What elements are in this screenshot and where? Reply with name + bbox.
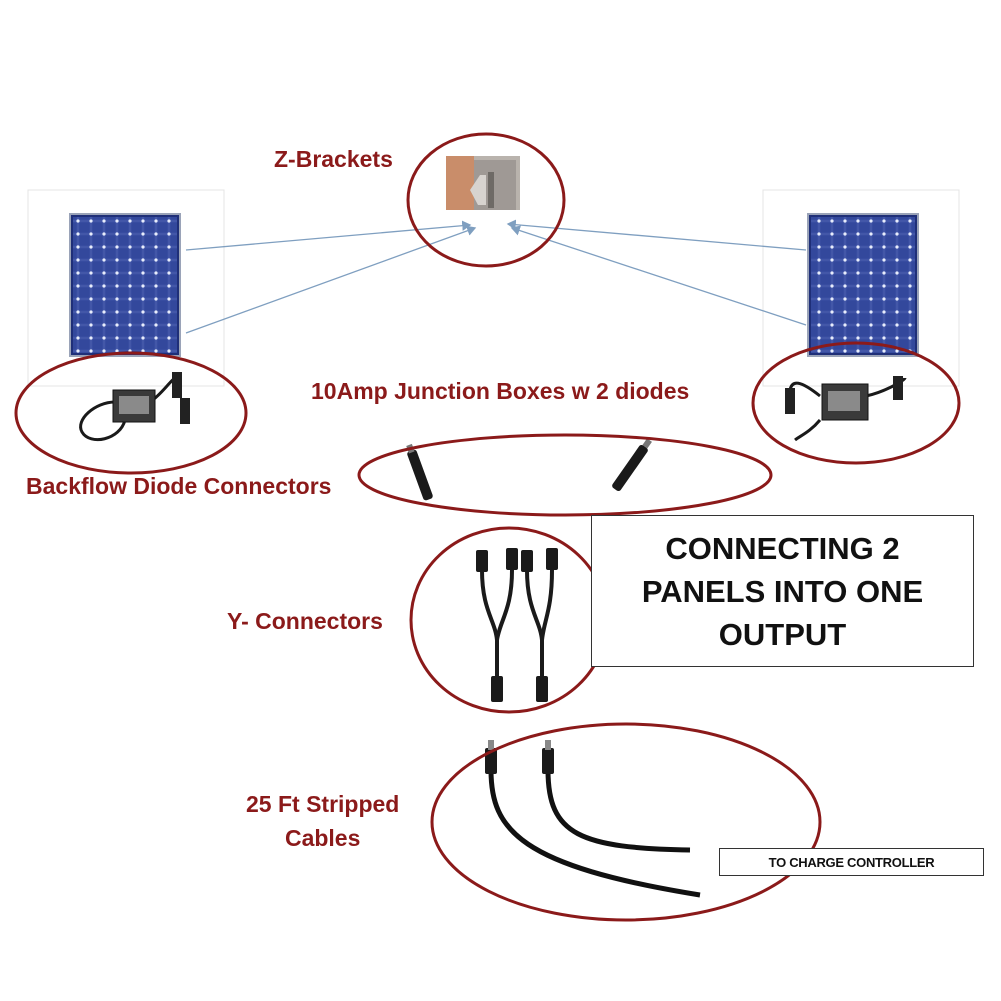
cables-label: 25 Ft Stripped Cables <box>246 787 399 855</box>
diagram-title: CONNECTING 2 PANELS INTO ONE OUTPUT <box>641 530 924 652</box>
title-box: CONNECTING 2 PANELS INTO ONE OUTPUT <box>591 515 974 667</box>
y-connector-icon <box>480 569 554 690</box>
callout-ellipses <box>14 132 961 922</box>
backflow-label: Backflow Diode Connectors <box>26 473 332 499</box>
z-bracket-ellipse <box>406 132 566 268</box>
right-junction-box-icon <box>785 376 907 442</box>
diode-connector-ellipse <box>357 433 773 517</box>
cable-icon <box>488 769 701 898</box>
cables-label-line1: 25 Ft Stripped <box>246 791 400 817</box>
left-junction-ellipse <box>14 351 248 475</box>
bracket-arrows <box>185 219 807 334</box>
junction-boxes-label: 10Amp Junction Boxes w 2 diodes <box>311 378 690 404</box>
z-bracket-photo <box>446 156 520 210</box>
left-photo-frame <box>27 189 225 387</box>
diode-connector-icon <box>406 438 652 501</box>
y-connectors-label: Y- Connectors <box>227 608 383 634</box>
z-brackets-label: Z-Brackets <box>274 146 393 172</box>
right-junction-ellipse <box>751 341 961 465</box>
left-junction-box-icon <box>79 372 190 442</box>
cable-ellipse <box>430 722 822 922</box>
charge-controller-label: TO CHARGE CONTROLLER <box>768 854 935 870</box>
y-connector-plugs <box>476 548 558 702</box>
cables-label-line2: Cables <box>284 825 361 851</box>
charge-controller-box: TO CHARGE CONTROLLER <box>719 848 984 876</box>
right-solar-panel-icon <box>807 213 919 357</box>
cable-plugs <box>485 740 554 774</box>
left-solar-panel-icon <box>69 213 181 357</box>
